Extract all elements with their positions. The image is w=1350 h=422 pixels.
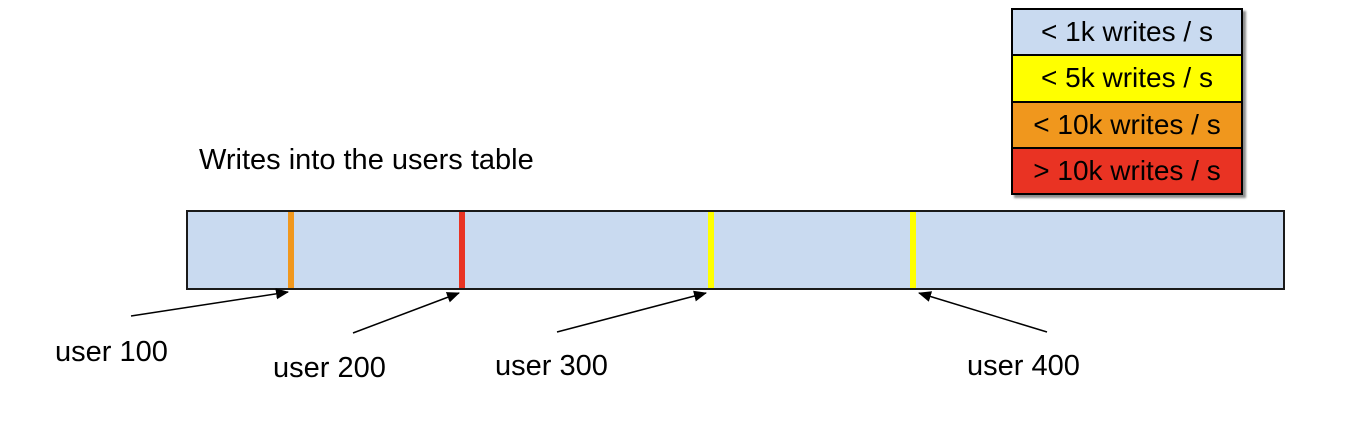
hotspot-label-user-300: user 300 <box>495 350 608 382</box>
hotspot-label-user-100: user 100 <box>55 336 168 368</box>
callout-arrow-user-100 <box>130 288 289 317</box>
legend-item-4: > 10k writes / s <box>1011 146 1243 195</box>
hotspot-tick-user-300 <box>708 212 714 288</box>
hotspot-label-user-200: user 200 <box>273 352 386 384</box>
hotspot-label-user-400: user 400 <box>967 350 1080 382</box>
callout-arrow-user-300 <box>556 290 707 333</box>
legend-item-label: < 5k writes / s <box>1041 62 1213 94</box>
legend-item-label: < 10k writes / s <box>1033 108 1221 140</box>
hotspot-tick-user-200 <box>459 212 465 288</box>
legend-item-label: > 10k writes / s <box>1033 154 1221 186</box>
hotspot-tick-user-400 <box>910 212 916 288</box>
legend-item-1: < 1k writes / s <box>1011 8 1243 57</box>
callout-arrow-user-400 <box>918 291 1048 333</box>
legend-item-label: < 1k writes / s <box>1041 16 1213 48</box>
legend-item-3: < 10k writes / s <box>1011 100 1243 149</box>
legend-item-2: < 5k writes / s <box>1011 54 1243 103</box>
diagram-title: Writes into the users table <box>199 144 534 176</box>
hotspot-tick-user-100 <box>288 212 294 288</box>
callout-arrow-user-200 <box>352 292 460 334</box>
legend: < 1k writes / s < 5k writes / s < 10k writ… <box>1011 8 1243 195</box>
users-table-bar <box>186 210 1285 290</box>
